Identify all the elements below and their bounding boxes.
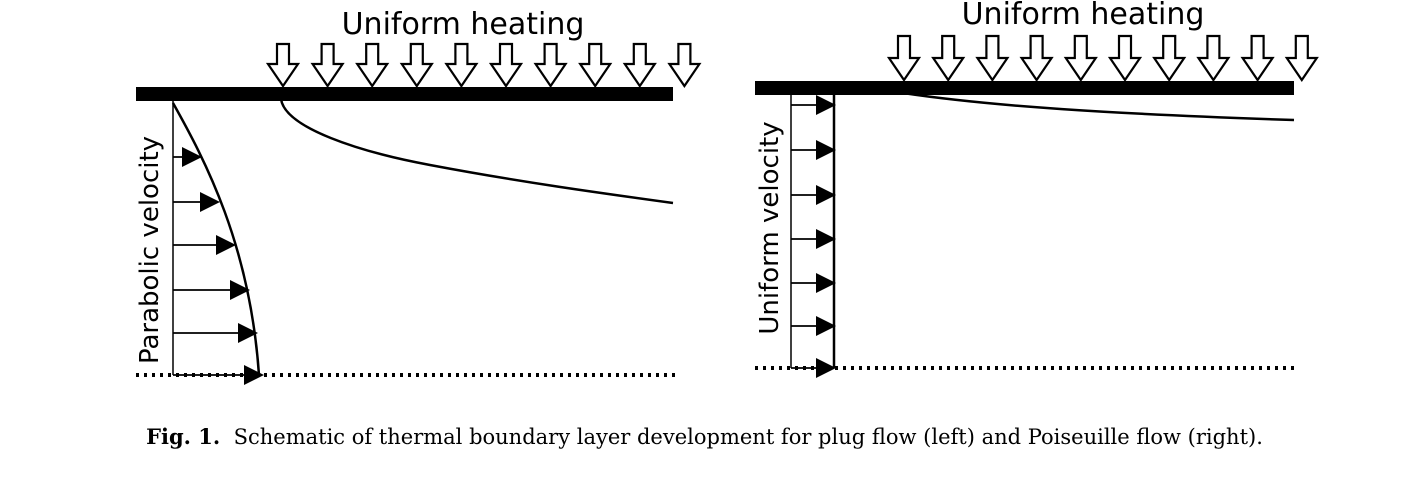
boundary-layer-figure: Uniform heating Parabolic velocity Unifo…	[135, 0, 1319, 385]
heating-arrow-icon	[1152, 34, 1187, 82]
left-heating-arrows	[265, 42, 702, 88]
right-heated-wall	[755, 81, 1294, 95]
heating-arrow-icon	[1196, 34, 1231, 82]
heating-arrow-icon	[488, 42, 524, 88]
heating-arrow-icon	[975, 34, 1010, 82]
right-velocity-arrows	[791, 95, 836, 378]
heating-arrow-icon	[265, 42, 301, 88]
heating-arrow-icon	[1019, 34, 1054, 82]
left-panel: Uniform heating Parabolic velocity	[135, 7, 702, 385]
left-velocity-label: Parabolic velocity	[135, 136, 165, 364]
caption-prefix: Fig. 1.	[146, 424, 221, 449]
left-velocity-profile	[171, 102, 261, 376]
heating-arrow-icon	[533, 42, 568, 88]
right-velocity-label: Uniform velocity	[755, 121, 785, 334]
caption-text: Schematic of thermal boundary layer deve…	[233, 425, 1263, 449]
heating-arrow-icon	[622, 42, 657, 88]
heating-arrow-icon	[1107, 34, 1143, 82]
heating-arrow-icon	[310, 42, 345, 88]
right-thermal-boundary-layer	[902, 91, 1295, 122]
left-velocity-arrows	[173, 147, 264, 385]
heating-arrow-icon	[399, 42, 434, 88]
left-heating-label: Uniform heating	[342, 7, 585, 42]
heating-arrow-icon	[886, 34, 922, 82]
left-thermal-boundary-layer	[279, 98, 674, 205]
heating-arrow-icon	[931, 34, 966, 82]
heating-arrow-icon	[1284, 34, 1319, 82]
heating-arrow-icon	[578, 42, 613, 88]
right-heating-arrows	[886, 34, 1319, 82]
heating-arrow-icon	[667, 42, 702, 88]
heating-arrow-icon	[355, 42, 390, 88]
right-heating-label: Uniform heating	[962, 0, 1205, 32]
right-panel: Uniform heating Uniform velocity	[755, 0, 1319, 378]
figure-caption: Fig. 1. Schematic of thermal boundary la…	[0, 424, 1409, 449]
heating-arrow-icon	[1240, 34, 1275, 82]
heating-arrow-icon	[444, 42, 479, 88]
heating-arrow-icon	[1063, 34, 1098, 82]
left-heated-wall	[136, 87, 673, 101]
